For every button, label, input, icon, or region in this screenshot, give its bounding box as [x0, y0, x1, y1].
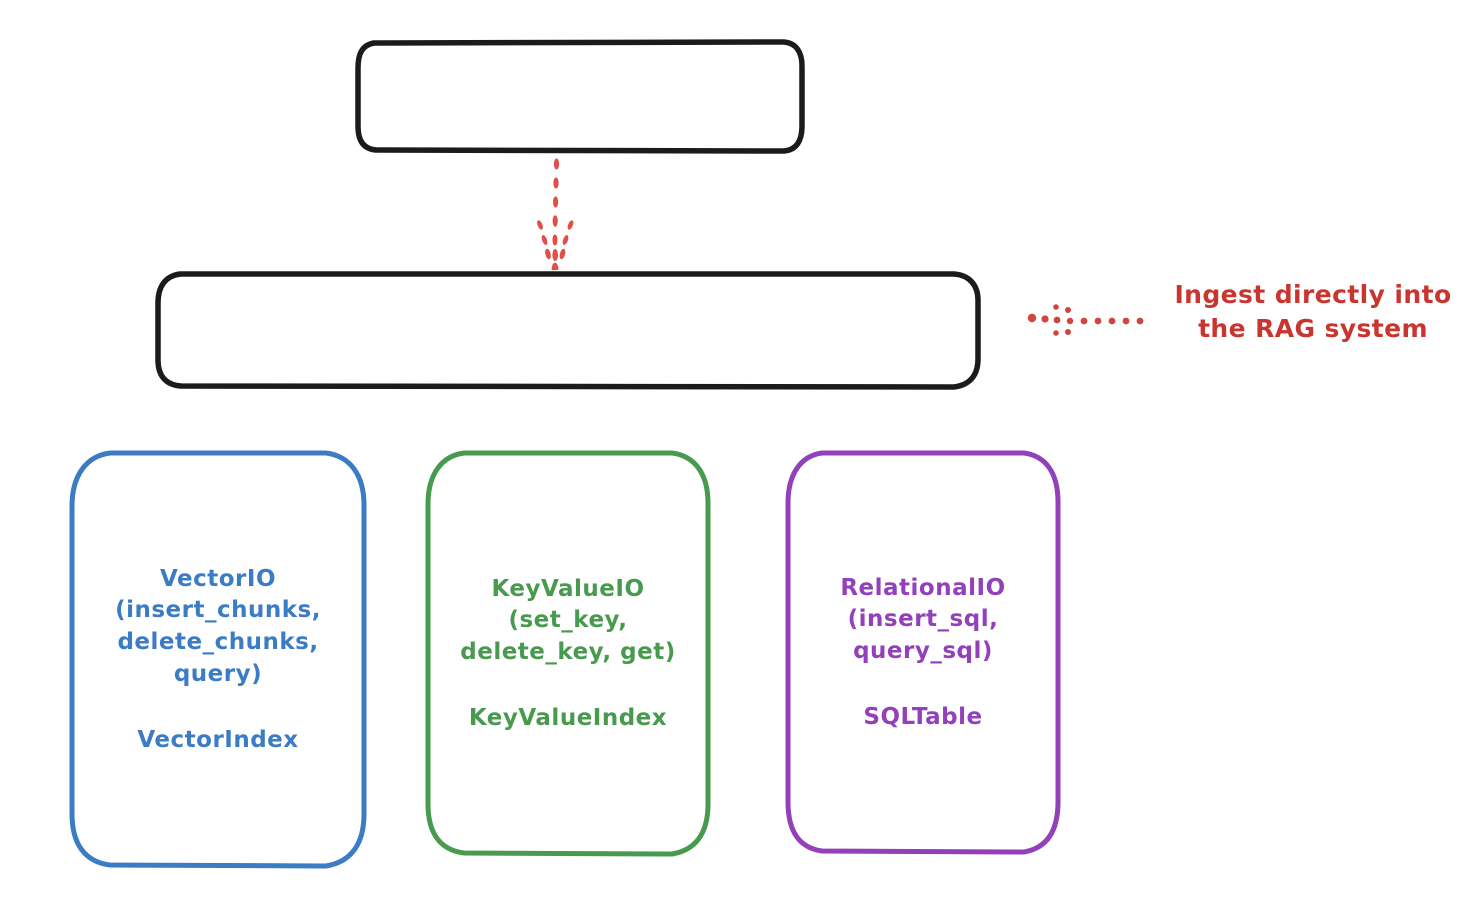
rag-tool-node[interactable]: RAG Tool: [154, 270, 982, 390]
vector-io-node[interactable]: VectorIO (insert_chunks, delete_chunks, …: [68, 450, 368, 870]
key-value-io-body: KeyValueIO (set_key, delete_key, get) Ke…: [450, 574, 685, 735]
agent-to-rag-tool-arrow: [537, 158, 574, 276]
vector-io-api-label: VectorIO (insert_chunks, delete_chunks, …: [115, 565, 321, 687]
agent-node[interactable]: AGENT: [354, 38, 806, 154]
key-value-io-index-label: KeyValueIndex: [468, 704, 668, 731]
key-value-io-spacer: [460, 669, 675, 703]
relational-io-body: RelationalIO (insert_sql, query_sql) SQL…: [830, 573, 1015, 734]
relational-io-node[interactable]: RelationalIO (insert_sql, query_sql) SQL…: [784, 450, 1062, 856]
rag-tool-label: RAG Tool: [507, 314, 629, 345]
relational-io-spacer: [840, 668, 1005, 702]
relational-io-index-label: SQLTable: [863, 703, 983, 730]
vector-io-spacer: [115, 691, 321, 725]
ingest-arrow: [1027, 304, 1144, 336]
key-value-io-node[interactable]: KeyValueIO (set_key, delete_key, get) Ke…: [424, 450, 712, 858]
ingest-annotation-text: Ingest directly into the RAG system: [1174, 280, 1452, 343]
relational-io-api-label: RelationalIO (insert_sql, query_sql): [840, 574, 1006, 664]
vector-io-body: VectorIO (insert_chunks, delete_chunks, …: [105, 564, 331, 757]
vector-io-index-label: VectorIndex: [137, 726, 299, 753]
key-value-io-api-label: KeyValueIO (set_key, delete_key, get): [460, 575, 676, 665]
agent-label: AGENT: [522, 80, 638, 112]
